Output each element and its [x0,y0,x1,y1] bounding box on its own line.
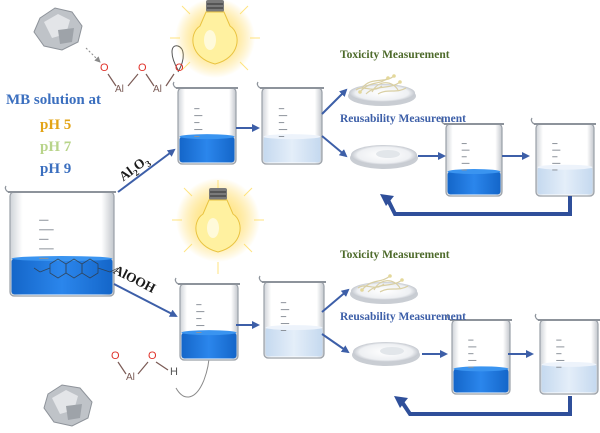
beaker-icon [4,185,116,297]
atom-al: Al [126,372,135,383]
petri-dish-icon [348,74,416,106]
atom-o: O [100,62,109,74]
beaker-icon [258,275,326,359]
reuse-loop-arrow [380,194,572,216]
atom-h: H [170,366,178,378]
foil-ball-icon [33,7,83,51]
atom-o: O [148,350,157,362]
beaker-icon [530,117,596,197]
ph7-label: pH 7 [40,139,72,155]
atom-o: O [111,350,120,362]
light-bulb-icon [170,0,260,78]
sprouts-icon [357,275,409,293]
toxicity-measurement-label: Toxicity Measurement [340,249,450,261]
ph9-label: pH 9 [40,161,72,177]
petri-dish-icon [350,145,418,169]
ph5-label: pH 5 [40,117,72,133]
petri-dish-icon [350,274,418,304]
beaker-icon [172,81,238,165]
flow-arrows [113,88,534,358]
al2o3-structure-bonds [107,73,175,87]
light-bulb-icon [172,178,264,274]
mb-molecule-sketch [33,258,119,279]
reuse-loop-arrow [394,396,572,416]
toxicity-measurement-label: Toxicity Measurement [340,49,450,61]
atom-o: O [175,62,184,74]
beaker-icon [256,81,324,165]
atom-o: O [138,62,147,74]
mb-solution-title: MB solution at [6,92,102,108]
beaker-icon [534,313,600,395]
beaker-icon [174,277,240,361]
atom-al: Al [153,84,162,95]
sprouts-icon [355,75,407,95]
foil-ball-icon [43,384,93,427]
beaker-icon [446,313,512,395]
reusability-measurement-label: Reusability Measurement [340,311,466,323]
petri-dish-icon [352,342,420,366]
reusability-measurement-label: Reusability Measurement [340,113,466,125]
alooh-structure-bonds [117,361,169,375]
beaker-icon [440,117,504,197]
foil-to-structure-arrow [85,47,101,63]
atom-al: Al [115,84,124,95]
